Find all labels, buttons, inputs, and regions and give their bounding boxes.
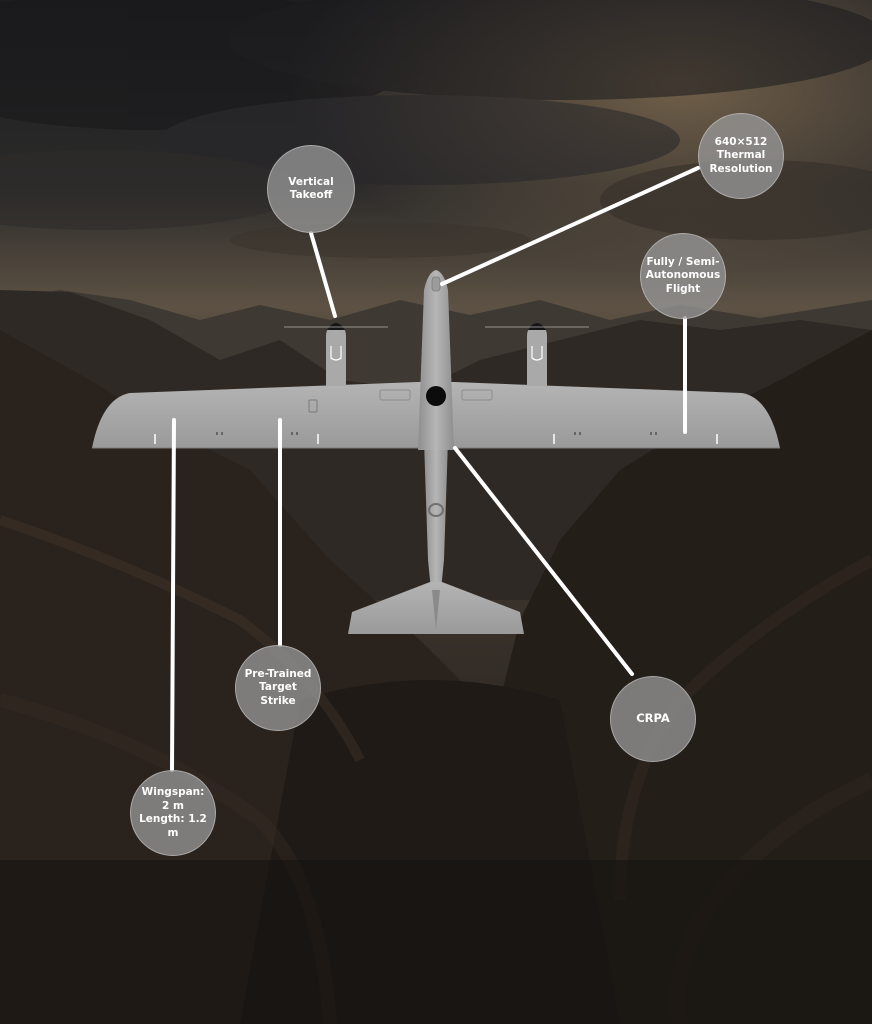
callout-dimensions: Wingspan: 2 m Length: 1.2 m [130, 770, 216, 856]
gimbal-camera [426, 386, 446, 406]
foreground-shadow [0, 860, 872, 1024]
wing-markings [154, 434, 718, 444]
leader-dimensions [170, 418, 176, 772]
left-motor-nacelle [284, 323, 388, 386]
clouds [0, 0, 872, 258]
right-motor-nacelle [485, 323, 589, 386]
callout-target-strike: Pre-Trained Target Strike [235, 645, 321, 731]
callout-vertical-takeoff: Vertical Takeoff [267, 145, 355, 233]
callout-autonomous-flight: Fully / Semi- Autonomous Flight [640, 233, 726, 319]
leader-lines [170, 166, 700, 772]
tail-boom [424, 440, 448, 600]
leader-crpa [453, 446, 634, 676]
near-slope-right [500, 330, 872, 1024]
wing-panel-left [379, 389, 411, 401]
fuselage [418, 270, 454, 450]
callout-thermal-resolution: 640×512 Thermal Resolution [698, 113, 784, 199]
wing-panel-right [461, 389, 493, 401]
leader-vertical-takeoff [309, 231, 337, 318]
drone-illustration [92, 270, 780, 634]
leader-thermal [440, 166, 700, 286]
wing-vents [216, 432, 657, 435]
tail-fin [432, 590, 440, 630]
boom-joint [428, 503, 444, 517]
callout-crpa: CRPA [610, 676, 696, 762]
